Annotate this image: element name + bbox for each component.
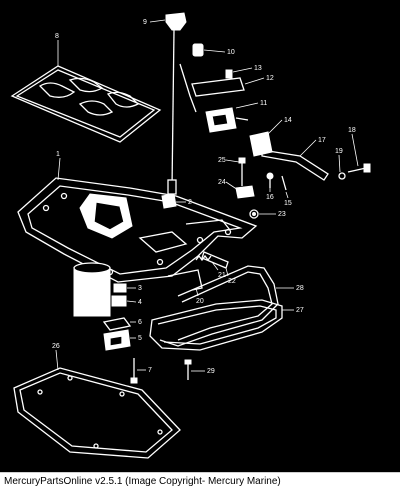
- callout-17: 17: [318, 137, 326, 144]
- part-27-rail: [149, 299, 283, 351]
- leader-26: [55, 349, 59, 371]
- callout-22: 22: [228, 278, 236, 285]
- leader-9: [149, 19, 166, 23]
- leader-1: [57, 157, 61, 181]
- callout-19: 19: [335, 148, 343, 155]
- callout-3: 3: [138, 285, 142, 292]
- part-25-stud: [238, 157, 246, 186]
- part-16-pin: [266, 172, 274, 188]
- part-5-mount: [103, 329, 131, 351]
- part-2-fitting: [161, 193, 177, 209]
- callout-28: 28: [296, 285, 304, 292]
- part-8-gasket: [10, 65, 162, 143]
- leader-10: [203, 49, 226, 53]
- callout-4: 4: [138, 299, 142, 306]
- leader-18: [351, 133, 359, 167]
- callout-18: 18: [348, 127, 356, 134]
- callout-2: 2: [188, 199, 192, 206]
- part-23-nut: [249, 209, 259, 219]
- callout-9: 9: [143, 19, 147, 26]
- part-14-shift-cam: [249, 131, 273, 157]
- part-19-washer: [338, 172, 346, 180]
- callout-13: 13: [254, 65, 262, 72]
- part-15-screw: [281, 175, 287, 191]
- part-6-mount-plate: [102, 317, 132, 331]
- callout-1: 1: [56, 151, 60, 158]
- callout-21: 21: [218, 272, 226, 279]
- exploded-parts-diagram: 8 9 10 13 12 11 14 17: [10, 12, 371, 459]
- leader-4: [126, 300, 137, 303]
- part-18-bolt: [347, 163, 371, 173]
- leader-17: [299, 139, 317, 157]
- part-10-bushing: [192, 43, 204, 57]
- part-11-linkage-block: [205, 107, 249, 133]
- callout-20: 20: [196, 298, 204, 305]
- footer-text: MercuryPartsOnline v2.5.1 (Image Copyrig…: [4, 476, 281, 487]
- leader-11: [235, 102, 259, 109]
- leader-21: [211, 261, 219, 271]
- part-28-rail: [159, 265, 279, 347]
- callout-10: 10: [227, 49, 235, 56]
- parts-diagram-svg: 8 9 10 13 12 11 14 17: [10, 12, 371, 459]
- leader-24: [225, 181, 239, 191]
- part-29-bolt: [184, 359, 192, 380]
- callout-26: 26: [52, 343, 60, 350]
- callout-12: 12: [266, 75, 274, 82]
- part-26-gasket: [13, 367, 181, 459]
- leader-12: [244, 77, 265, 85]
- part-4-grommet: [111, 295, 127, 307]
- exhaust-tube: [73, 262, 111, 317]
- callout-14: 14: [284, 117, 292, 124]
- callout-15: 15: [284, 200, 292, 207]
- part-3-bushing: [113, 283, 127, 293]
- part-9-shift-rod: [165, 12, 187, 195]
- callout-7: 7: [148, 367, 152, 374]
- callout-5: 5: [138, 335, 142, 342]
- callout-11: 11: [260, 100, 267, 107]
- callout-25: 25: [218, 157, 226, 164]
- callout-8: 8: [55, 33, 59, 40]
- callout-6: 6: [138, 319, 142, 326]
- callout-16: 16: [266, 194, 274, 201]
- callout-27: 27: [296, 307, 304, 314]
- part-7-bolt: [130, 358, 138, 384]
- callout-29: 29: [207, 368, 215, 375]
- part-12-bracket: [179, 63, 245, 113]
- leader-19: [338, 154, 341, 173]
- leader-14: [267, 119, 283, 135]
- part-24-clip: [235, 185, 255, 199]
- callout-23: 23: [278, 211, 286, 218]
- leader-13: [232, 67, 253, 73]
- leader-25: [225, 159, 240, 163]
- copyright-footer: MercuryPartsOnline v2.5.1 (Image Copyrig…: [0, 472, 400, 490]
- part-20-link: [167, 269, 203, 291]
- callout-24: 24: [218, 179, 226, 186]
- part-13-screw: [225, 69, 233, 79]
- part-1-adaptor-plate: [17, 177, 258, 283]
- leader-15: [285, 191, 289, 199]
